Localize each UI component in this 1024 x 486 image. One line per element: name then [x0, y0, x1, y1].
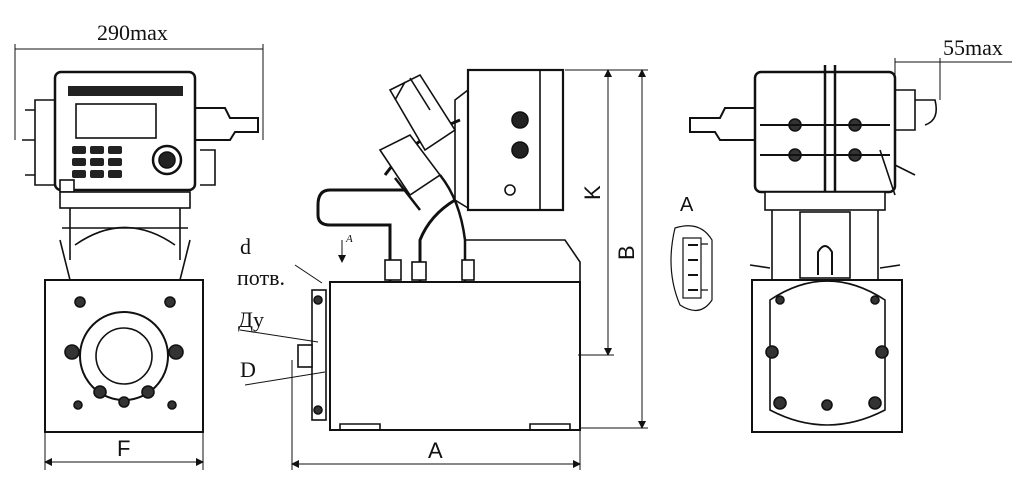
- dim-a-label: A: [428, 438, 443, 463]
- rear-view: [689, 65, 938, 433]
- label-du: Ду: [238, 307, 265, 332]
- side-view: [297, 68, 581, 431]
- view-a-detail: [670, 225, 713, 311]
- dim-k: [565, 69, 648, 356]
- label-d: d: [240, 234, 251, 259]
- dim-f: [44, 430, 204, 470]
- front-view: [22, 70, 259, 433]
- view-arrow-label: A: [346, 233, 353, 245]
- dim-b: [580, 69, 648, 429]
- dim-f-label: F: [117, 436, 131, 461]
- keypad: [72, 146, 122, 178]
- label-D: D: [240, 357, 256, 382]
- leader-lines: [239, 264, 326, 386]
- dim-width-max-label: 290max: [97, 20, 168, 45]
- dim-k-label: K: [580, 185, 605, 200]
- label-potv: потв.: [237, 265, 285, 290]
- view-a-label: A: [680, 194, 694, 216]
- dim-width-max: [14, 44, 264, 140]
- dim-a: [291, 360, 581, 470]
- dim-b-label: B: [614, 245, 639, 260]
- dim-offset-max-label: 55max: [943, 35, 1003, 60]
- dim-offset-max: [894, 58, 1012, 100]
